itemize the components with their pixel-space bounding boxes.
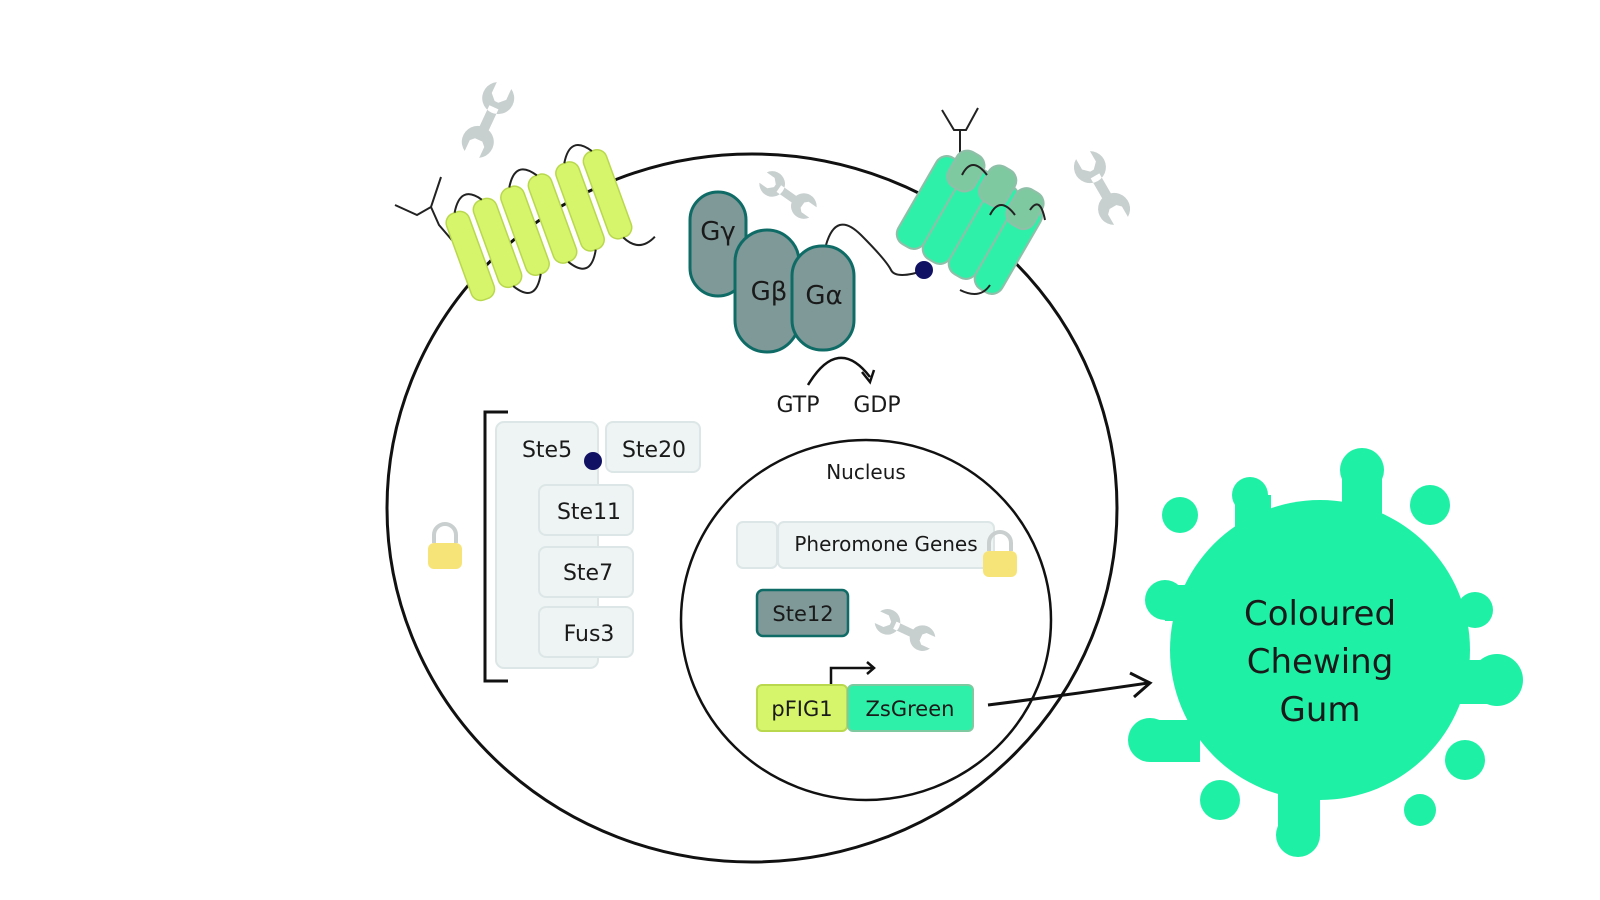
gum-label-line-1: Coloured [1244, 594, 1396, 634]
g-alpha [790, 244, 856, 352]
receptor-right [895, 107, 1046, 295]
ste20-label: Ste20 [622, 438, 686, 463]
cell-membrane [385, 152, 1119, 864]
zsgreen-box [847, 684, 974, 732]
phosphate-dot [584, 452, 602, 470]
fus3-label: Fus3 [564, 622, 615, 647]
gum-label-line-3: Gum [1279, 690, 1360, 730]
hydrolysis-arrow [806, 356, 871, 386]
pheromone-genes-label: Pheromone Genes [794, 532, 977, 556]
bracket [483, 410, 508, 683]
g-alpha-label: Gα [805, 281, 842, 311]
receptor-left [394, 144, 656, 302]
wrench-icon [872, 605, 938, 655]
gum-splat [1128, 448, 1523, 857]
gum-label-line-2: Chewing [1247, 642, 1394, 682]
nucleus-membrane [679, 438, 1053, 802]
ste5-label: Ste5 [522, 438, 572, 463]
gtp-label: GTP [777, 393, 820, 418]
nucleus-label: Nucleus [826, 460, 906, 484]
pheromone-genes-box [777, 521, 995, 569]
ste12-box [755, 588, 850, 638]
wrench-icon [755, 167, 821, 223]
ste20-box [605, 421, 701, 473]
lock-icon [981, 530, 1019, 579]
output-arrow [987, 681, 1149, 707]
gdp-label: GDP [853, 393, 900, 418]
pfig1-label: pFIG1 [771, 697, 832, 721]
fus3-box [538, 606, 634, 658]
lock-icon [426, 522, 464, 571]
ste12-label: Ste12 [772, 602, 833, 626]
g-beta-label: Gβ [751, 277, 788, 307]
phosphate-dot [915, 261, 933, 279]
ste7-label: Ste7 [563, 561, 613, 586]
ste7-box [538, 546, 634, 598]
wrench-icon [1069, 147, 1135, 229]
ste11-label: Ste11 [557, 500, 621, 525]
wrench-icon [457, 78, 519, 162]
g-protein [688, 190, 856, 354]
pheromone-genes-prefix [736, 521, 778, 569]
g-gamma-label: Gγ [700, 217, 736, 247]
zsgreen-label: ZsGreen [866, 697, 955, 721]
promoter-arrow-icon [829, 661, 876, 685]
ste11-box [538, 484, 634, 536]
